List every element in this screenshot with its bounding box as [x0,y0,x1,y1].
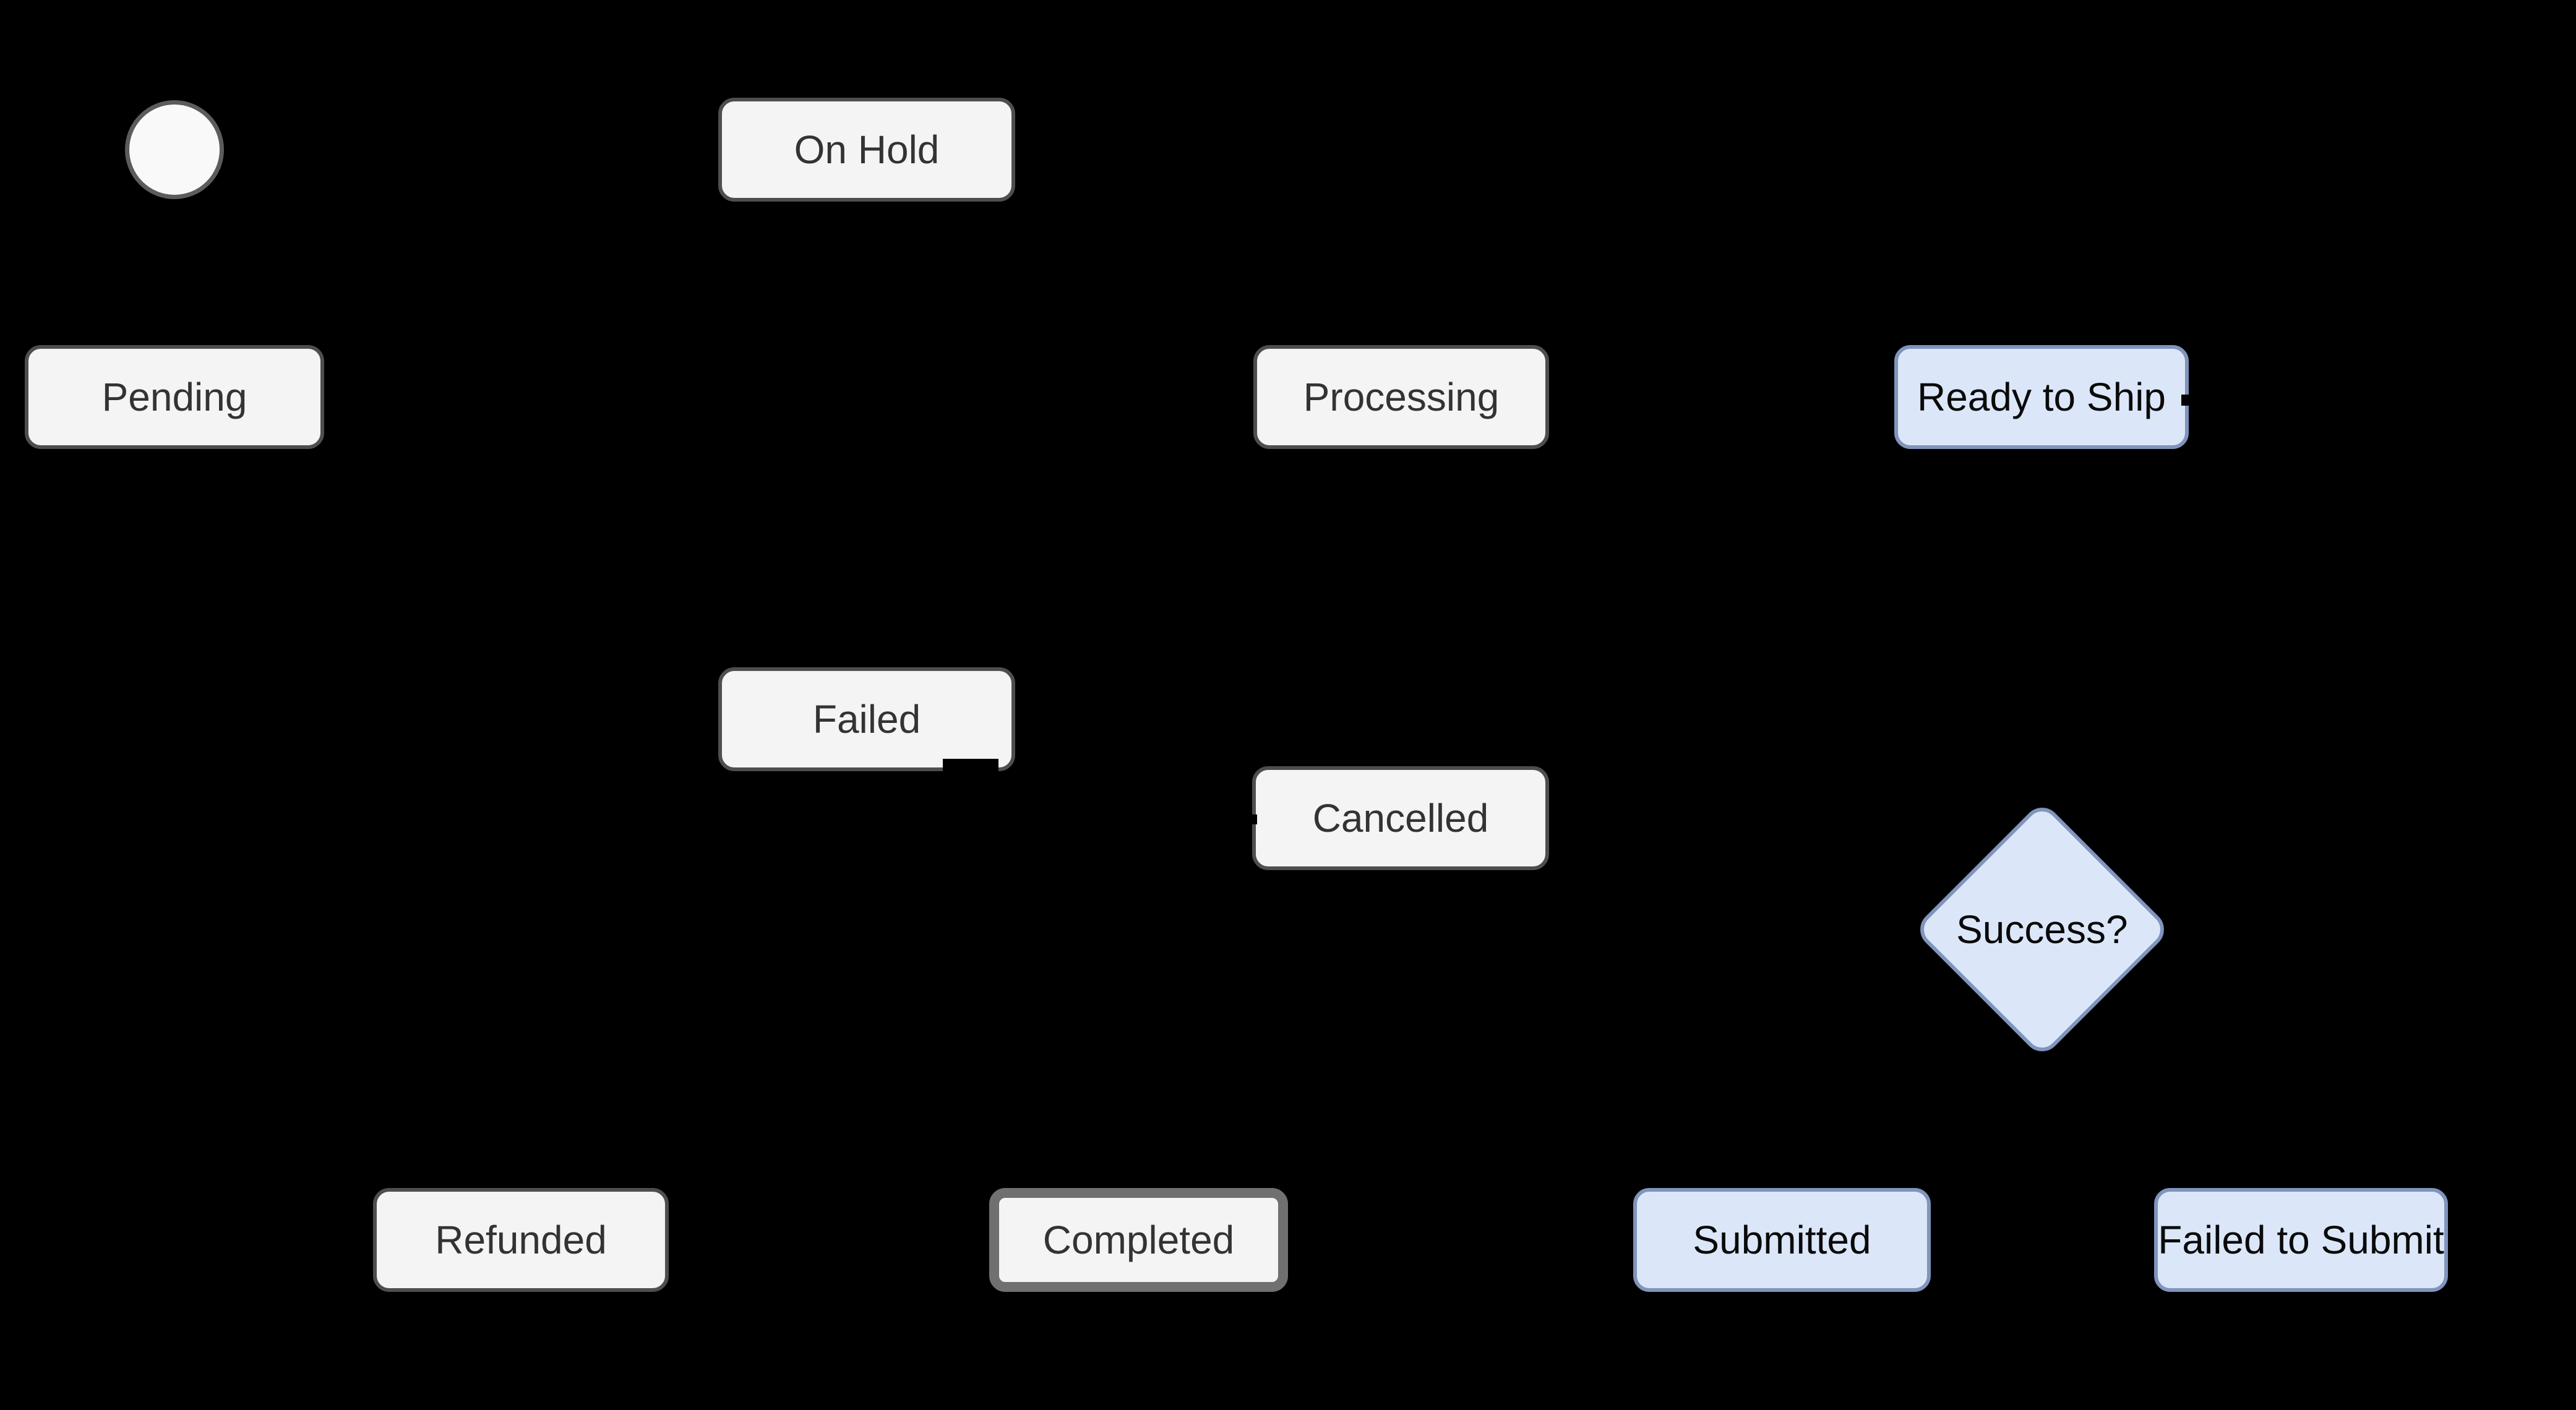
state-node-ready-to-ship: Ready to Ship [1894,345,2189,449]
state-node-cancelled: Cancelled [1252,766,1549,870]
node-label-on-hold: On Hold [794,127,940,172]
node-label-refunded: Refunded [435,1218,607,1262]
state-node-failed-to-submit: Failed to Submit [2154,1188,2448,1292]
node-label-cancelled: Cancelled [1312,796,1489,840]
node-label-failed-to-submit: Failed to Submit [2158,1218,2444,1262]
start-state-node [125,100,224,199]
node-label-processing: Processing [1303,375,1500,419]
node-label-ready-to-ship: Ready to Ship [1917,375,2166,419]
edge-overlap-mark-ready-to-ship-right-gap [2181,395,2190,406]
state-node-refunded: Refunded [373,1188,669,1292]
node-label-completed: Completed [1042,1218,1235,1262]
state-node-submitted: Submitted [1633,1188,1931,1292]
state-node-failed: Failed [718,667,1015,771]
state-node-completed: Completed [989,1188,1288,1292]
state-node-processing: Processing [1253,345,1549,449]
edge-overlap-mark-failed-bottom-gap [943,759,998,772]
edge-overlap-mark-cancelled-left-gap [1248,814,1257,824]
node-label-failed: Failed [812,697,921,741]
node-label-success: Success? [1956,907,2128,952]
state-node-on-hold: On Hold [718,98,1015,202]
state-node-pending: Pending [25,345,324,449]
decision-node-success: Success? [1912,800,2172,1059]
node-label-pending: Pending [101,375,247,419]
node-label-submitted: Submitted [1693,1218,1871,1262]
